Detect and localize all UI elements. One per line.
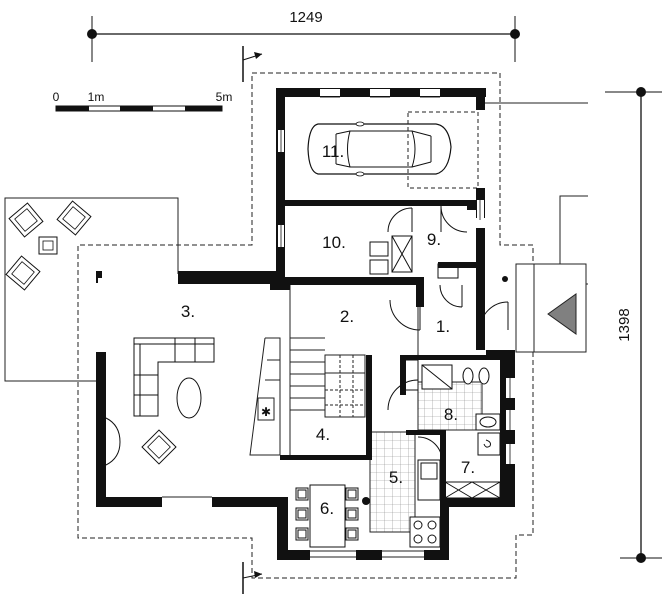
laundry-units xyxy=(369,235,459,279)
ramp-arrow-icon xyxy=(547,293,577,335)
armchair-icon xyxy=(8,202,44,238)
scale-zero-label: 0 xyxy=(53,90,60,104)
scale-5m-label: 5m xyxy=(216,90,233,104)
fireplace-icon: ✱ xyxy=(261,405,271,419)
armchair-icon xyxy=(5,255,41,291)
bathroom-floor xyxy=(417,381,483,431)
kitchen-counter xyxy=(409,459,441,548)
sofa-icon xyxy=(133,337,215,417)
room-9-label: 9. xyxy=(427,230,441,249)
dining-table xyxy=(295,484,359,548)
car-icon xyxy=(307,121,452,177)
room-4-label: 4. xyxy=(316,425,330,444)
bathroom-fixtures xyxy=(403,359,501,431)
terrace xyxy=(4,197,179,382)
entrance-step xyxy=(515,263,535,353)
garage-door-outline xyxy=(407,111,479,189)
armchair-icon xyxy=(141,429,177,465)
room-5-label: 5. xyxy=(389,468,403,487)
kitchen-floor xyxy=(369,431,416,533)
scale-1m-label: 1m xyxy=(88,90,105,104)
roof-outline xyxy=(77,72,534,579)
section-arrow-icon xyxy=(242,46,263,82)
depth-dimension-label: 1398 xyxy=(616,308,633,341)
scale-bar: 0 1m 5m xyxy=(53,90,233,112)
right-dimension: 1398 xyxy=(605,87,662,563)
bay-window-seat xyxy=(105,417,121,466)
armchair-icon xyxy=(56,200,92,236)
room-labels: 1. 2. 3. 4. 5. 6. 7. 8. 9. 10. 11. xyxy=(181,142,475,518)
coffee-table xyxy=(176,377,202,419)
top-dimension: 1249 xyxy=(87,9,520,62)
stove-icon xyxy=(409,516,441,548)
room-11-label: 11. xyxy=(322,142,344,161)
room-8-label: 8. xyxy=(444,405,458,424)
kitchen-column xyxy=(362,497,370,505)
terrace-table xyxy=(38,236,58,255)
room-1-label: 1. xyxy=(436,317,450,336)
width-dimension-label: 1249 xyxy=(289,9,322,26)
room-2-label: 2. xyxy=(340,307,354,326)
stairs-icon xyxy=(249,337,366,456)
room-10-label: 10. xyxy=(322,233,346,252)
room-7-label: 7. xyxy=(461,458,475,477)
room-6-label: 6. xyxy=(320,499,334,518)
room-3-label: 3. xyxy=(181,302,195,321)
